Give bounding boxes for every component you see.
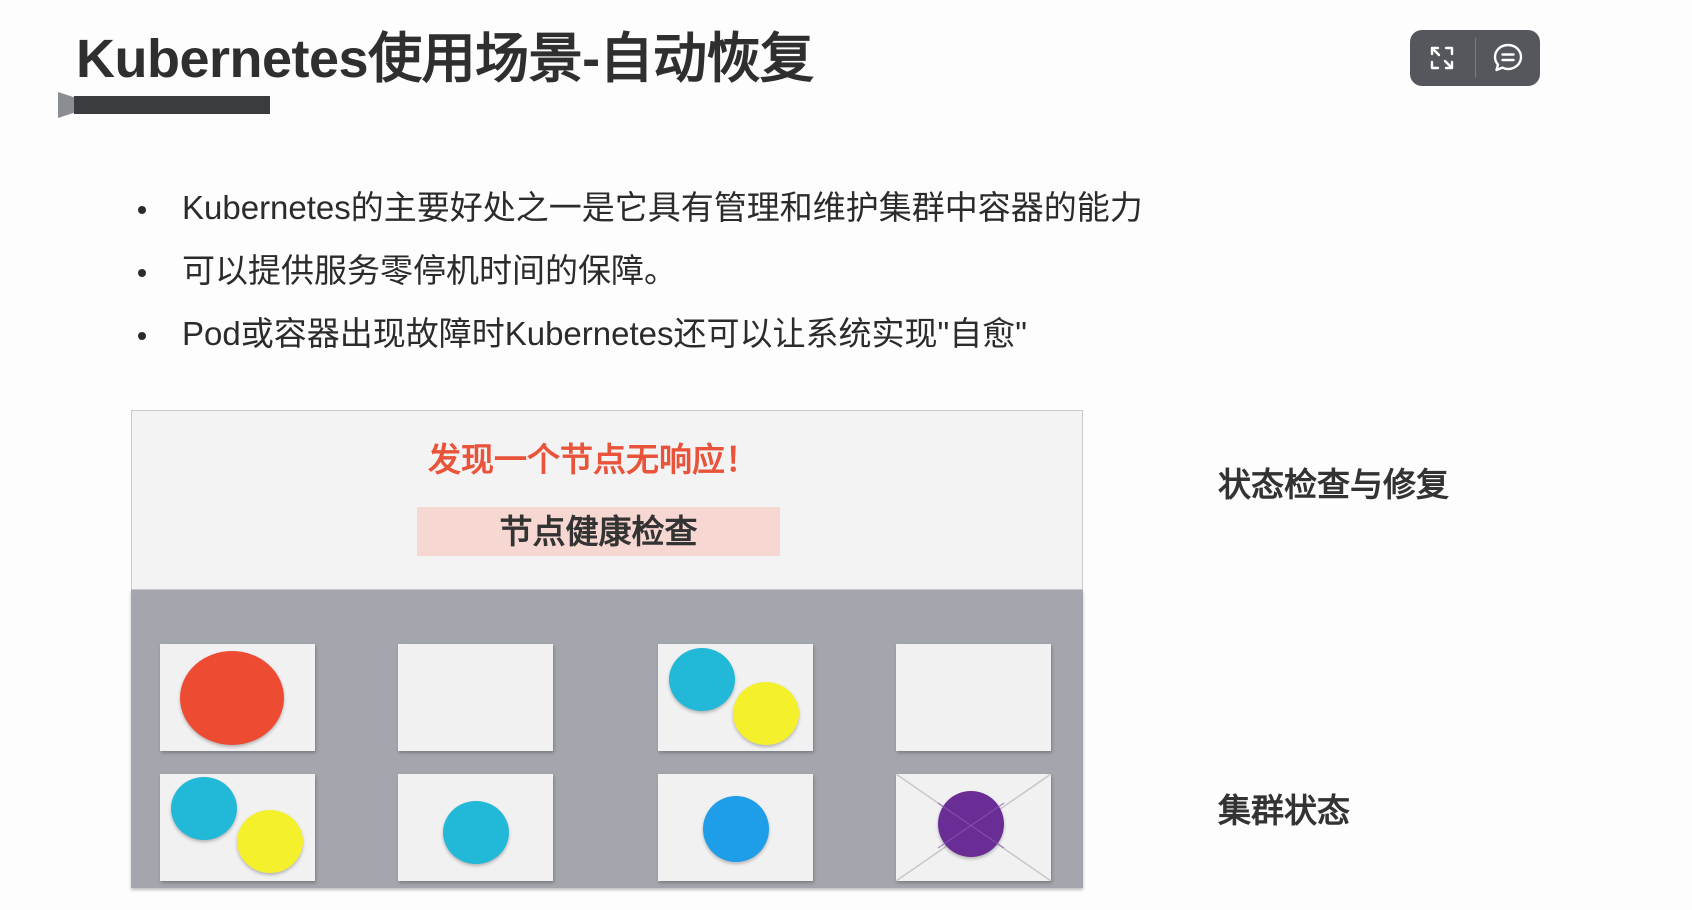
cluster-node — [160, 644, 315, 751]
pod-red — [180, 651, 284, 745]
cluster-node — [398, 644, 553, 751]
cluster-panel — [131, 590, 1083, 888]
cluster-node — [398, 774, 553, 881]
pod-cyan — [171, 777, 237, 840]
failed-cluster-node — [896, 774, 1051, 881]
pod-cyan — [669, 648, 735, 711]
slide-title: Kubernetes使用场景-自动恢复 — [76, 29, 814, 89]
title-underline-tab — [58, 92, 74, 118]
bullet-item: Kubernetes的主要好处之一是它具有管理和维护集群中容器的能力 — [134, 188, 1143, 251]
comment-button[interactable] — [1476, 30, 1541, 86]
title-underline — [74, 96, 270, 114]
toolbar-divider — [1474, 38, 1476, 78]
cluster-node — [658, 644, 813, 751]
presentation-toolbar — [1410, 30, 1540, 86]
bullet-item: 可以提供服务零停机时间的保障。 — [134, 251, 1143, 314]
bullet-item: Pod或容器出现故障时Kubernetes还可以让系统实现"自愈" — [134, 314, 1143, 377]
fullscreen-button[interactable] — [1410, 30, 1475, 86]
status-check-label: 状态检查与修复 — [1218, 466, 1449, 503]
bullet-list: Kubernetes的主要好处之一是它具有管理和维护集群中容器的能力 可以提供服… — [134, 188, 1143, 377]
cluster-node — [658, 774, 813, 881]
pod-yellow — [237, 810, 303, 873]
self-healing-diagram: 发现一个节点无响应！ 节点健康检查 — [131, 410, 1083, 888]
comment-icon — [1493, 43, 1522, 72]
cluster-node — [896, 644, 1051, 751]
pod-cyan — [443, 801, 509, 864]
cluster-node — [160, 774, 315, 881]
cluster-state-label: 集群状态 — [1218, 792, 1350, 829]
node-failed-cross-overlay — [937, 802, 1005, 849]
node-health-check-box: 节点健康检查 — [417, 507, 780, 556]
pod-purple — [938, 791, 1004, 857]
node-unresponsive-alert: 发现一个节点无响应！ — [428, 441, 758, 478]
pod-blue — [703, 796, 769, 862]
control-plane-panel: 发现一个节点无响应！ 节点健康检查 — [131, 410, 1083, 590]
expand-icon — [1431, 46, 1454, 70]
pod-yellow — [733, 682, 799, 745]
